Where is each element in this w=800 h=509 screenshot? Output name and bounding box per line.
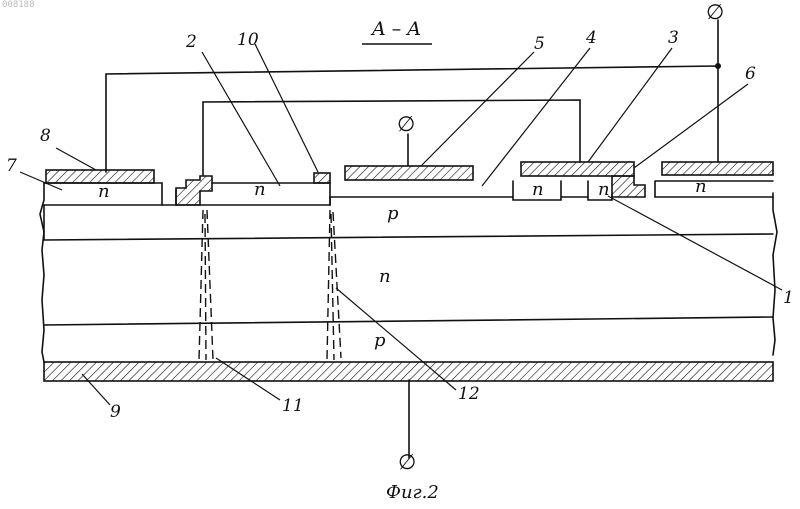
right-break-line [773,193,777,355]
callout-8: 8 [40,128,51,145]
watermark-text: 008188 [2,0,35,10]
region-n-drift: n [379,268,391,286]
callout-12: 12 [458,386,480,403]
region-n-left: n [98,183,110,201]
leader-3 [588,48,672,162]
leader-1 [608,196,782,290]
gate-terminal-icon: ∅ [397,114,415,135]
region-n-pocket-a: n [532,181,544,199]
callout-11: 11 [282,398,304,415]
collector-metal-9 [44,362,773,381]
region-n-right: n [695,178,707,196]
electrode-10-left [176,176,212,205]
n-region-right [655,181,773,197]
callout-1: 1 [783,290,794,307]
leader-6 [634,84,748,168]
leader-10 [255,44,318,172]
electrode-6-step [612,176,645,197]
section-label: A – A [372,20,421,39]
callout-6: 6 [745,66,756,83]
breakdown-path-12b [333,212,341,358]
breakdown-path-12a [327,210,330,360]
figure-caption: Фиг.2 [386,484,439,502]
breakdown-path-11b [207,210,213,360]
region-p-base: p [387,205,399,223]
callout-10: 10 [237,32,259,49]
breakdown-path-11a [199,210,203,360]
region-p-bottom: p [374,332,386,350]
callout-5: 5 [534,36,545,53]
breakdown-path-12c [331,214,334,360]
callout-9: 9 [110,404,121,421]
electrode-right [662,162,773,175]
callout-2: 2 [186,34,197,51]
callout-4: 4 [586,30,597,47]
pn-junction-lower [44,317,773,325]
leader-8 [56,148,96,170]
electrode-3 [521,162,634,176]
region-n-center: n [254,181,266,199]
region-n-pocket-b: n [598,181,610,199]
top-terminal-icon: ∅ [706,2,724,23]
wire-junction-dot [715,63,721,69]
callout-7: 7 [6,158,17,175]
pn-junction-upper [44,234,773,240]
breakdown-path-11c [205,214,206,360]
callout-3: 3 [668,30,679,47]
electrode-5 [345,166,473,180]
bottom-terminal-icon: ∅ [398,452,416,473]
electrode-10 [314,173,330,183]
